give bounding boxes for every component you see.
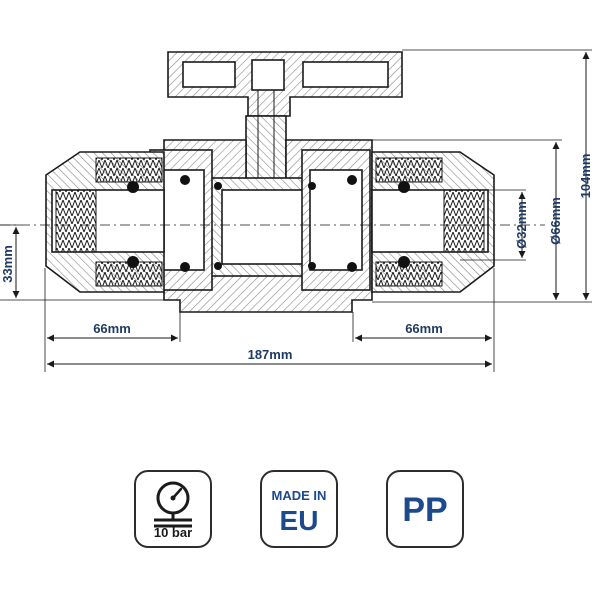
ball-channel <box>221 189 307 265</box>
dim-outer-diameter-label: Ø66mm <box>548 197 563 245</box>
o-rings <box>127 175 410 272</box>
made-in-text: MADE IN <box>271 488 327 503</box>
handle-grip-right <box>302 61 389 88</box>
material-badge: PP <box>386 470 464 548</box>
eu-text: EU <box>279 505 319 536</box>
extension-lines <box>0 49 592 372</box>
right-clamp-ring <box>375 157 443 183</box>
valve-technical-drawing: 104mm Ø66mm Ø32mm 33mm 66mm 66mm 187mm <box>0 49 593 372</box>
handle-grip-left <box>182 61 236 88</box>
dim-left-length-label: 66mm <box>93 321 131 336</box>
valve-stem <box>245 115 287 181</box>
left-clamp-ring <box>95 157 163 183</box>
right-thread <box>443 189 485 253</box>
dim-inner-diameter-label: Ø32mm <box>514 201 529 249</box>
dim-right-length-label: 66mm <box>405 321 443 336</box>
pressure-label: 10 bar <box>153 525 193 540</box>
material-text: PP <box>402 491 448 529</box>
dim-total-length-label: 187mm <box>248 347 293 362</box>
dim-offset-label: 33mm <box>0 245 15 283</box>
pressure-rating-badge: 10 bar <box>134 470 212 548</box>
pressure-gauge-icon <box>154 481 192 528</box>
dim-height-label: 104mm <box>578 154 593 199</box>
left-thread <box>55 189 97 253</box>
valve-body <box>45 51 495 313</box>
made-in-eu-badge: MADE IN EU <box>260 470 338 548</box>
dimension-arrows <box>12 52 590 368</box>
stem-socket <box>251 59 285 91</box>
